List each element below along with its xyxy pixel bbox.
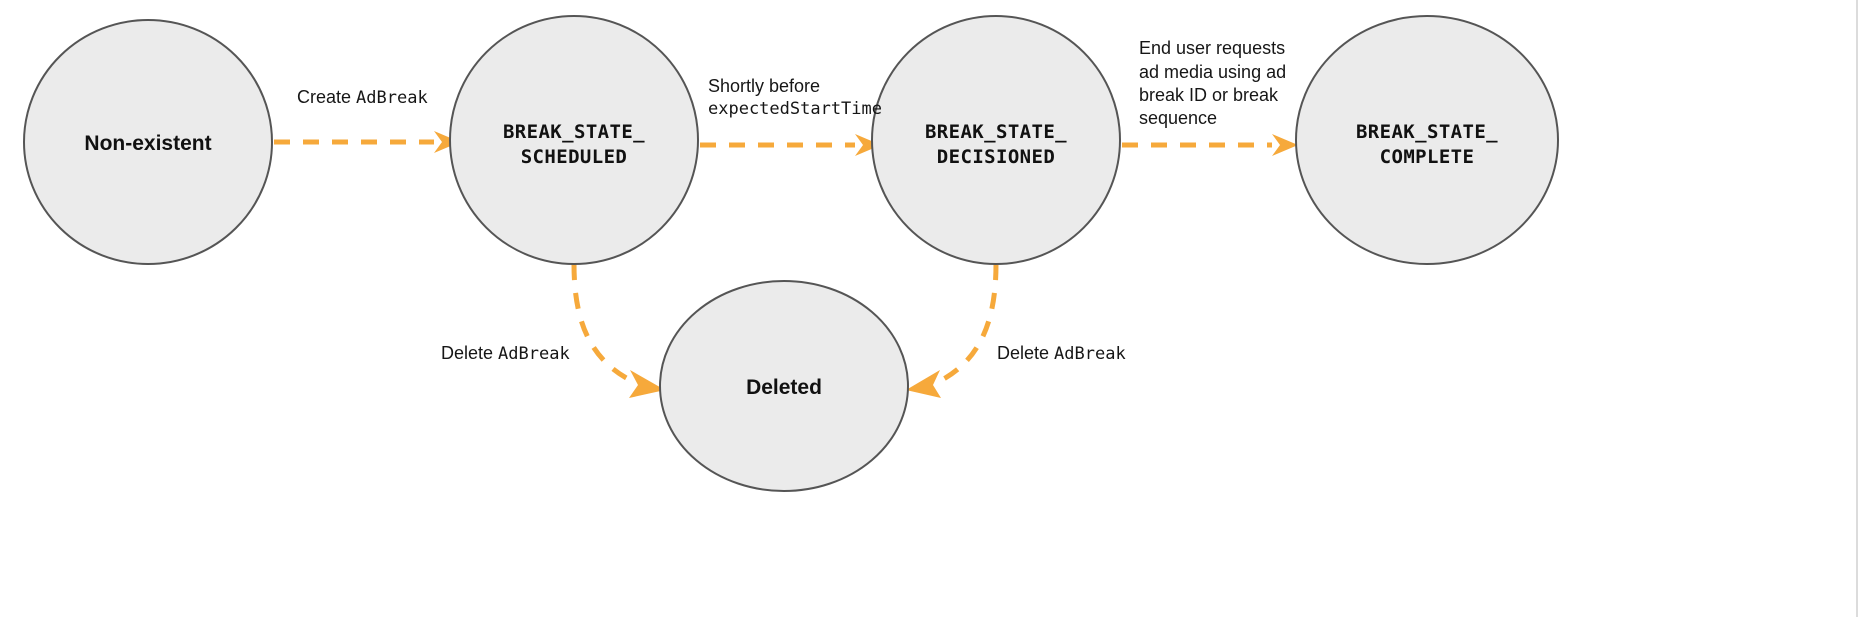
edge-label-end-user-requests-line2: ad media using ad	[1139, 62, 1286, 82]
node-break-state-decisioned-label-line1: BREAK_STATE_	[925, 121, 1067, 143]
arrowhead-create-adbreak	[434, 131, 460, 153]
node-break-state-decisioned-label-line2: DECISIONED	[937, 146, 1055, 168]
node-break-state-complete-label-line1: BREAK_STATE_	[1356, 121, 1498, 143]
page-right-border	[1856, 0, 1858, 617]
node-break-state-scheduled-label-line1: BREAK_STATE_	[503, 121, 645, 143]
node-break-state-scheduled-shape[interactable]	[449, 15, 699, 265]
edge-delete-from-scheduled	[571, 263, 665, 398]
edge-shortly-before	[700, 134, 881, 156]
node-non-existent-shape[interactable]	[23, 19, 273, 265]
edge-delete-from-decisioned-line	[936, 263, 999, 385]
node-break-state-scheduled[interactable]: BREAK_STATE_ SCHEDULED	[449, 15, 699, 265]
node-break-state-decisioned[interactable]: BREAK_STATE_ DECISIONED	[871, 15, 1121, 265]
arrowhead-end-user-requests	[1272, 134, 1298, 156]
node-break-state-complete[interactable]: BREAK_STATE_ COMPLETE	[1295, 15, 1559, 265]
node-break-state-complete-label-line2: COMPLETE	[1380, 146, 1475, 168]
edge-label-create-adbreak: Create AdBreak	[297, 87, 428, 108]
node-deleted-shape[interactable]	[659, 280, 909, 492]
edge-label-delete-from-scheduled: Delete AdBreak	[441, 343, 570, 364]
node-deleted-label: Deleted	[746, 376, 822, 399]
node-non-existent[interactable]: Non-existent	[23, 19, 273, 265]
edge-label-shortly-before-line1: Shortly before	[708, 76, 820, 96]
node-break-state-complete-shape[interactable]	[1295, 15, 1559, 265]
edge-label-delete-from-scheduled-plain: Delete	[441, 343, 498, 363]
arrowhead-delete-from-decisioned	[906, 370, 941, 398]
node-break-state-scheduled-label-line2: SCHEDULED	[521, 146, 628, 168]
edge-label-delete-from-scheduled-mono: AdBreak	[498, 344, 570, 364]
arrowhead-shortly-before	[855, 134, 881, 156]
edge-label-expectedstarttime-line2: expectedStartTime	[708, 99, 882, 119]
node-deleted[interactable]: Deleted	[659, 280, 909, 492]
edge-delete-from-scheduled-line	[571, 263, 636, 385]
arrowhead-delete-from-scheduled	[629, 370, 665, 398]
edge-label-delete-from-decisioned-mono: AdBreak	[1054, 344, 1126, 364]
edge-create-adbreak	[274, 131, 460, 153]
edge-end-user-requests	[1122, 134, 1298, 156]
edge-label-delete-from-decisioned-plain: Delete	[997, 343, 1054, 363]
edge-label-delete-from-decisioned: Delete AdBreak	[997, 343, 1126, 364]
edge-label-create-adbreak-plain: Create	[297, 87, 356, 107]
edge-label-end-user-requests-line4: sequence	[1139, 108, 1217, 128]
edge-delete-from-decisioned	[906, 263, 999, 398]
edge-label-create-adbreak-mono: AdBreak	[356, 88, 428, 108]
edge-label-end-user-requests-line1: End user requests	[1139, 38, 1285, 58]
node-break-state-decisioned-shape[interactable]	[871, 15, 1121, 265]
edge-label-end-user-requests-line3: break ID or break	[1139, 85, 1279, 105]
node-non-existent-label: Non-existent	[84, 132, 211, 155]
